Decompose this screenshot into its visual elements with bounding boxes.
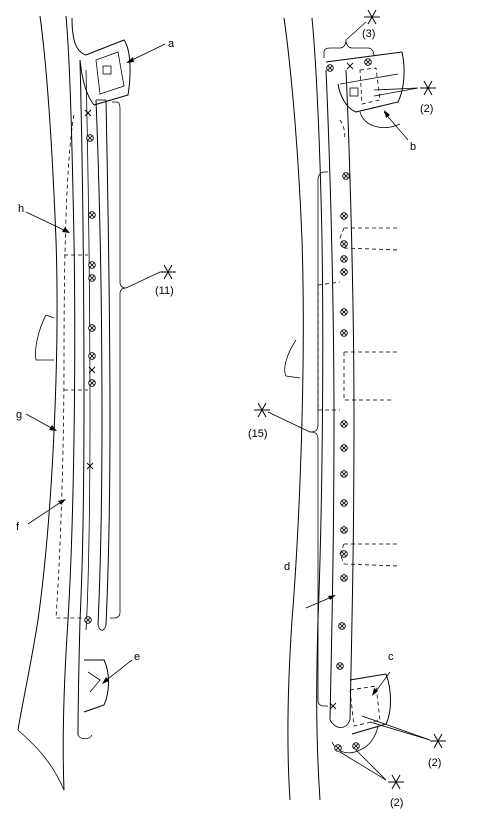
callout-star-icon bbox=[159, 264, 177, 280]
weld-spot bbox=[326, 64, 334, 72]
label-e: e bbox=[134, 651, 140, 663]
label-d: d bbox=[284, 561, 290, 573]
weld-spot bbox=[84, 616, 92, 624]
count-right-middle: (15) bbox=[248, 428, 268, 440]
weld-spot bbox=[340, 574, 348, 582]
label-h: h bbox=[18, 203, 24, 215]
weld-x-mark bbox=[84, 109, 92, 117]
label-b: b bbox=[410, 141, 416, 153]
callout-star-icon bbox=[387, 774, 405, 790]
weld-spot bbox=[340, 526, 348, 534]
left-pillar-assembly bbox=[17, 15, 131, 791]
weld-spot bbox=[340, 212, 348, 220]
weld-spot bbox=[340, 420, 348, 428]
callout-star-icon bbox=[419, 80, 437, 96]
weld-spot bbox=[340, 550, 348, 558]
weld-x-mark bbox=[329, 702, 337, 710]
right-pillar-assembly bbox=[283, 17, 405, 801]
label-g: g bbox=[16, 409, 22, 421]
count-right-top-pair: (2) bbox=[420, 103, 433, 115]
weld-spot bbox=[340, 240, 348, 248]
weld-spot bbox=[352, 742, 360, 750]
callout-star-icon bbox=[429, 733, 447, 749]
weld-spot bbox=[338, 622, 346, 630]
label-a: a bbox=[168, 38, 175, 50]
weld-spot bbox=[88, 352, 96, 360]
count-right-bottom: (2) bbox=[390, 797, 403, 809]
weld-spot bbox=[336, 662, 344, 670]
weld-spot bbox=[88, 324, 96, 332]
weld-spot bbox=[86, 134, 94, 142]
callout-star-icon bbox=[363, 9, 381, 25]
count-left-group: (11) bbox=[155, 285, 174, 297]
left-leaders bbox=[25, 43, 166, 684]
weld-spot bbox=[340, 499, 348, 507]
count-right-bottom-pair: (2) bbox=[428, 757, 441, 769]
right-leaders bbox=[267, 21, 431, 781]
weld-spot bbox=[340, 329, 348, 337]
weld-spot bbox=[364, 58, 372, 66]
callout-star-icon bbox=[253, 402, 271, 418]
weld-spot bbox=[88, 379, 96, 387]
label-f: f bbox=[16, 521, 20, 533]
weld-spot bbox=[88, 261, 96, 269]
weld-spot bbox=[88, 211, 96, 219]
weld-spot bbox=[342, 172, 350, 180]
weld-spot bbox=[340, 308, 348, 316]
weld-spot bbox=[340, 470, 348, 478]
weld-x-mark bbox=[346, 62, 354, 70]
weld-spot bbox=[340, 268, 348, 276]
weld-spot bbox=[340, 444, 348, 452]
label-c: c bbox=[388, 651, 394, 663]
weld-spot bbox=[340, 255, 348, 263]
weld-spot bbox=[334, 744, 342, 752]
right-weld-points bbox=[326, 58, 372, 752]
weld-spot bbox=[88, 274, 96, 282]
count-right-top: (3) bbox=[362, 28, 375, 40]
